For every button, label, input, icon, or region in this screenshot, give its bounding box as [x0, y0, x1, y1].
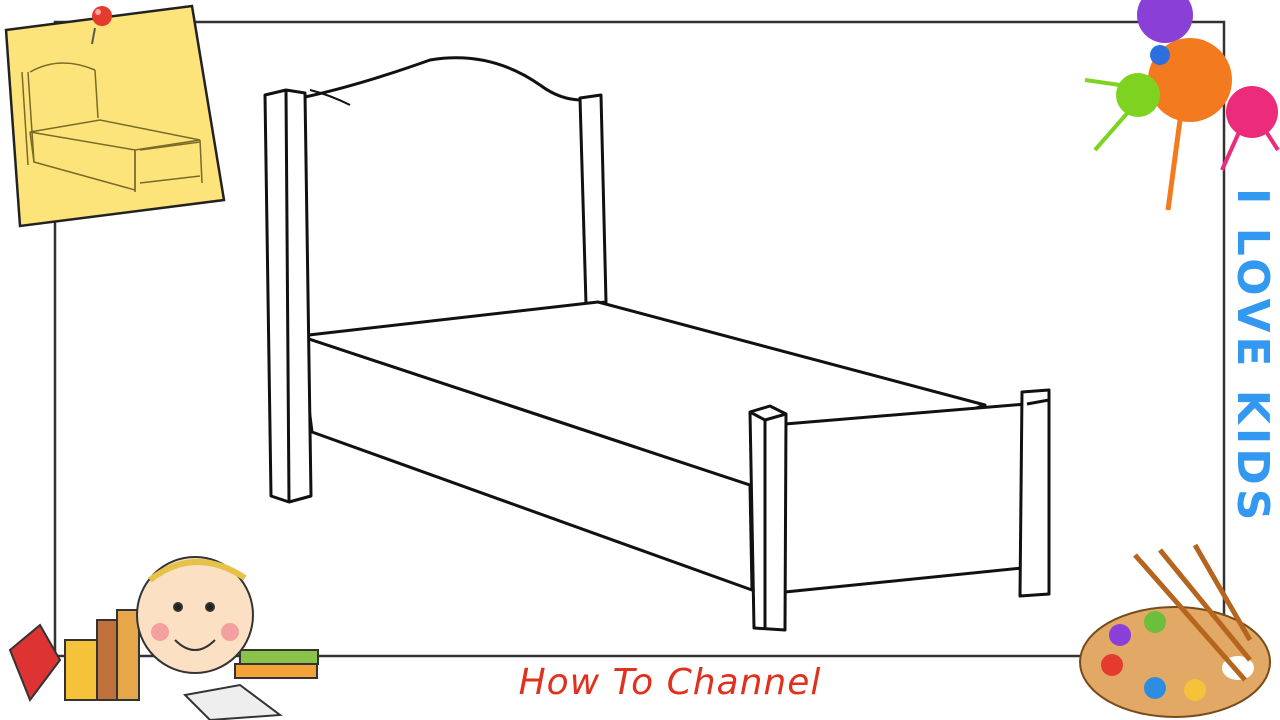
headboard-right-post	[578, 93, 608, 306]
sticky-note-icon	[4, 4, 226, 228]
headboard-curve	[304, 56, 583, 102]
paint-palette-icon	[1079, 543, 1271, 718]
foot-right-post	[1018, 388, 1051, 598]
foot-front-post	[748, 404, 788, 632]
paint-splash-icon	[1084, 0, 1280, 211]
pushpin-icon	[91, 6, 112, 45]
frame	[53, 20, 1226, 658]
side-banner-text: I LOVE KIDS	[1227, 188, 1278, 525]
child-with-books-icon	[8, 556, 319, 720]
footboard-panel	[783, 402, 1028, 594]
channel-caption: How To Channel	[518, 662, 822, 703]
bed-drawing	[263, 56, 1051, 632]
